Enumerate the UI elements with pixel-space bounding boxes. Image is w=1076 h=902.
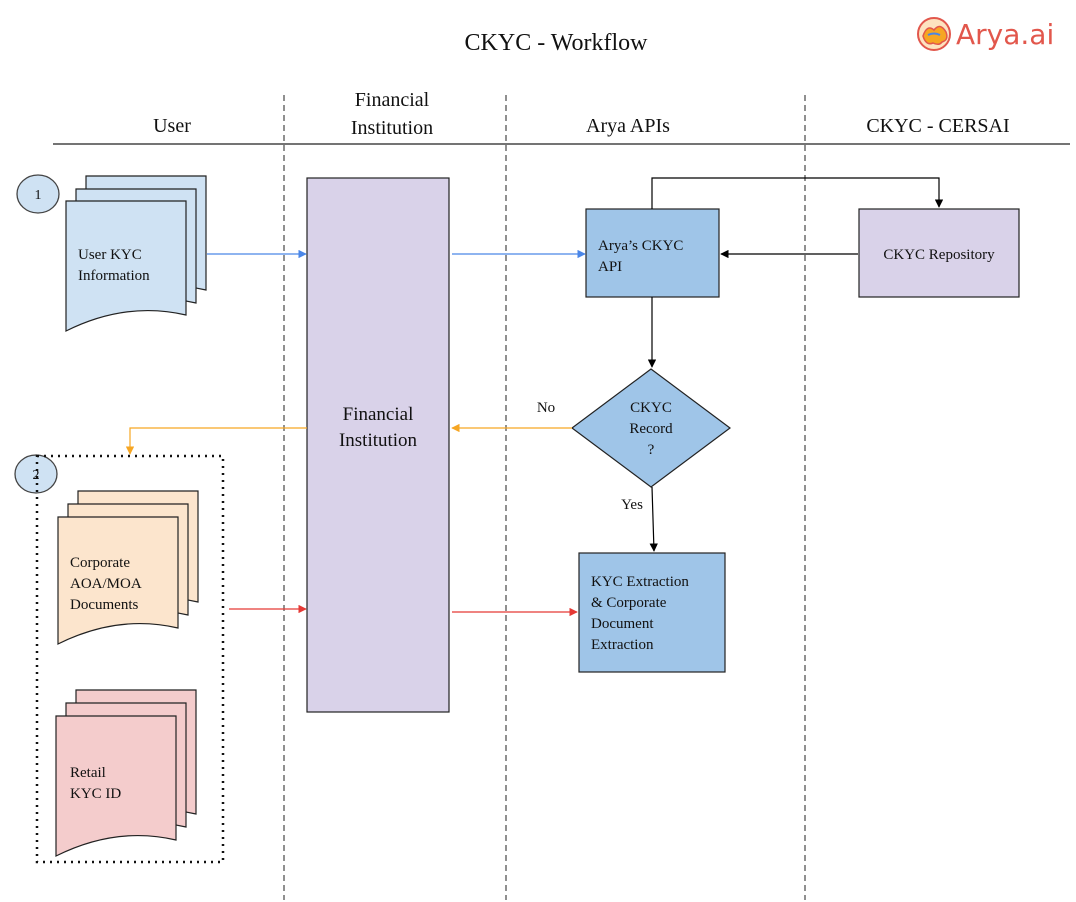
corporate-label-line2: AOA/MOA [70, 576, 142, 592]
user-kyc-document: User KYC Information [65, 175, 207, 332]
ckyc-repository-box: CKYC Repository [858, 208, 1020, 298]
extraction-label-line2: & Corporate [591, 595, 667, 611]
extraction-label-line4: Extraction [591, 637, 654, 653]
retail-label-line1: Retail [70, 765, 106, 781]
ckyc-repository-label: CKYC Repository [883, 247, 995, 263]
brain-icon [917, 17, 951, 51]
corporate-label-line1: Corporate [70, 555, 130, 571]
decision-label-line3: ? [648, 442, 655, 458]
edge-label-no: No [537, 400, 555, 416]
lane-header-financial-institution-line1: Financial [355, 89, 430, 111]
step-badge-2-label: 2 [33, 468, 40, 483]
arya-logo: Arya.ai [917, 17, 1054, 51]
user-kyc-label-line1: User KYC [78, 247, 142, 263]
arya-ckyc-api-label-line1: Arya’s CKYC [598, 238, 683, 254]
document-group-box [35, 454, 225, 864]
step-badge-1: 1 [16, 174, 60, 214]
corporate-document: Corporate AOA/MOA Documents [57, 490, 199, 645]
lane-header-arya-apis: Arya APIs [586, 115, 670, 137]
financial-institution-label-line1: Financial [343, 404, 414, 425]
decision-label-line2: Record [629, 421, 673, 437]
lane-header-ckyc-cersai: CKYC - CERSAI [866, 115, 1009, 137]
extraction-label-line3: Document [591, 616, 654, 632]
arya-ckyc-api-box: Arya’s CKYC API [585, 208, 720, 298]
retail-label-line2: KYC ID [70, 786, 121, 802]
arya-ckyc-api-label-line2: API [598, 259, 622, 275]
financial-institution-label-line2: Institution [339, 430, 418, 451]
decision-label-line1: CKYC [630, 400, 672, 416]
step-badge-2: 2 [14, 454, 58, 494]
arrow-fi-to-documents [125, 427, 307, 455]
edge-label-yes: Yes [621, 497, 643, 513]
lane-header-user: User [153, 115, 191, 137]
kyc-extraction-box: KYC Extraction & Corporate Document Extr… [578, 552, 726, 673]
ckyc-record-decision: CKYC Record ? [570, 368, 732, 488]
arrow-decision-to-extraction [649, 486, 658, 552]
financial-institution-box: Financial Institution [306, 177, 450, 713]
step-badge-1-label: 1 [35, 188, 42, 203]
arrow-api-to-repository [651, 177, 944, 209]
corporate-label-line3: Documents [70, 597, 138, 613]
diagram-title: CKYC - Workflow [465, 30, 649, 56]
logo-text: Arya.ai [956, 18, 1054, 51]
user-kyc-label-line2: Information [78, 268, 150, 284]
extraction-label-line1: KYC Extraction [591, 574, 689, 590]
lane-header-financial-institution-line2: Institution [351, 117, 433, 139]
retail-document: Retail KYC ID [55, 689, 197, 857]
